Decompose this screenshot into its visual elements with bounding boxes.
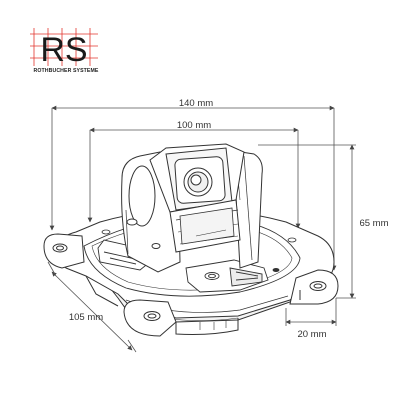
brand-name: ROTHBUCHER SYSTEME (33, 68, 99, 74)
dim-65-label: 65 mm (359, 218, 388, 229)
dimension-lines (47, 105, 356, 353)
yoke-bolt-left (126, 218, 138, 226)
logo-letters: RS (40, 31, 87, 69)
camera-head (149, 143, 245, 253)
brand-logo: RS (26, 26, 106, 78)
dim-105-label: 105 mm (69, 312, 103, 323)
mounting-feet (43, 233, 339, 337)
base-skirt (85, 275, 301, 335)
dim-20-label: 20 mm (297, 329, 326, 340)
dim-140-label: 140 mm (179, 98, 213, 109)
dim-105-line (51, 271, 133, 351)
dim-100-label: 100 mm (177, 120, 211, 131)
logo-grid-icon: RS (30, 28, 98, 69)
